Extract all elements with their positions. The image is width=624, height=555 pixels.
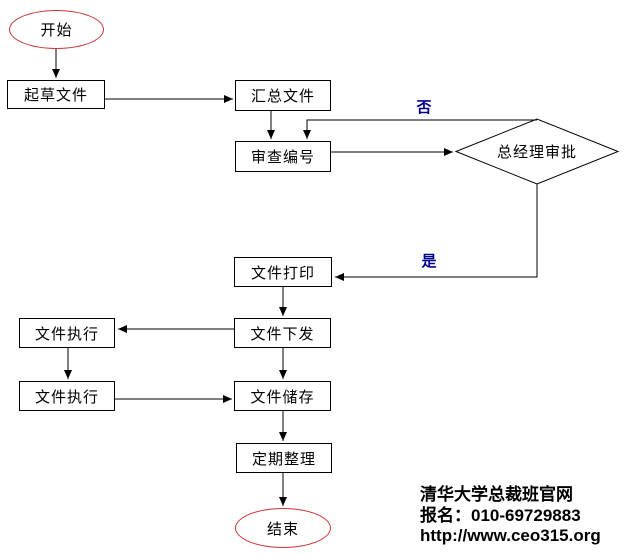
flow-node-distribute-document: 文件下发 xyxy=(234,318,331,348)
footer-url: http://www.ceo315.org xyxy=(420,526,601,545)
flow-node-execute-document-2: 文件执行 xyxy=(19,381,115,411)
flow-node-start: 开始 xyxy=(9,10,104,49)
edge-approval-yes-to-print xyxy=(335,184,538,281)
edge-label-yes: 是 xyxy=(421,253,437,270)
edge-approval-no-to-review xyxy=(303,119,537,139)
footer-watermark: 清华大学总裁班官网 报名：010-69729883 http://www.ceo… xyxy=(420,485,601,547)
flow-node-gm-approval-label: 总经理审批 xyxy=(496,144,577,161)
flow-node-store-document: 文件储存 xyxy=(234,381,331,411)
footer-phone: 报名：010-69729883 xyxy=(420,505,581,525)
decision-diamond-shape xyxy=(454,118,620,185)
flow-node-summarize-documents: 汇总文件 xyxy=(235,80,331,111)
flow-node-review-numbering: 审查编号 xyxy=(235,141,331,172)
flow-node-execute-document-1: 文件执行 xyxy=(19,318,115,348)
flow-node-print-document: 文件打印 xyxy=(234,257,332,287)
footer-site-name: 清华大学总裁班官网 xyxy=(420,485,573,504)
flow-node-periodic-organize: 定期整理 xyxy=(236,443,332,473)
flow-node-end: 结束 xyxy=(235,508,331,548)
edge-label-no: 否 xyxy=(416,99,432,116)
flow-node-draft-document: 起草文件 xyxy=(7,80,105,109)
